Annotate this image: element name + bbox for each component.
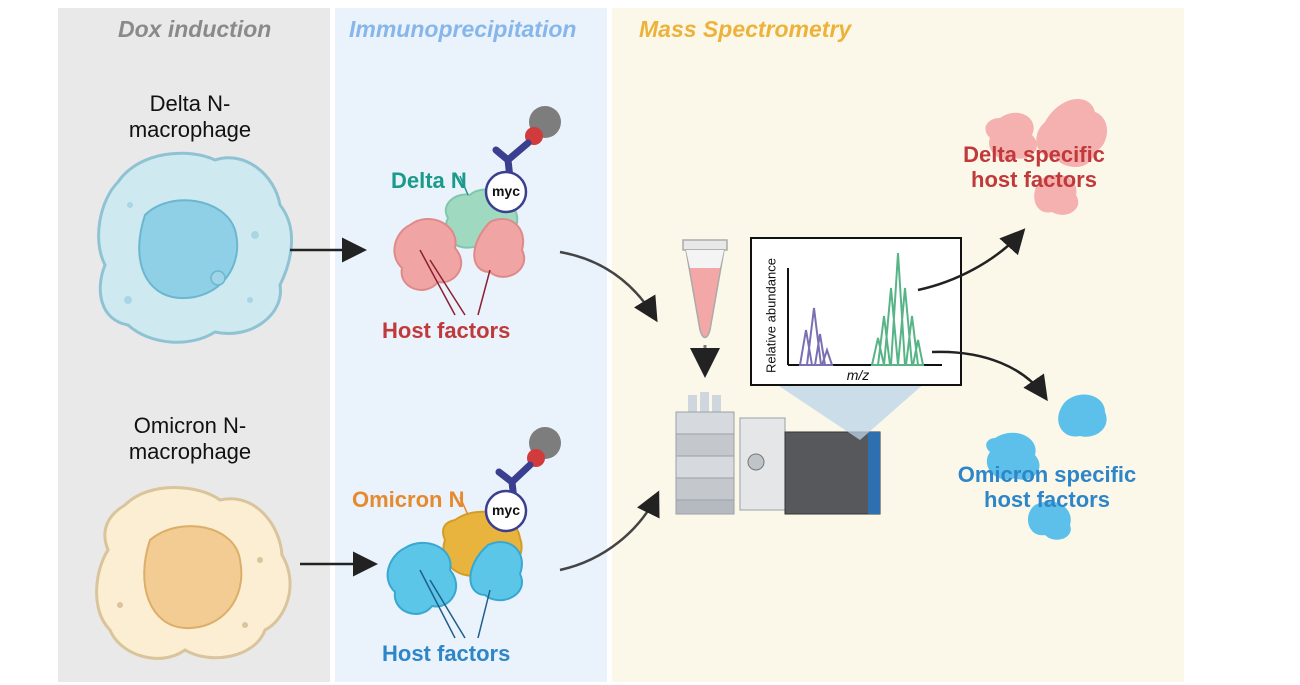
spectrum-ylabel: Relative abundance — [763, 258, 779, 373]
omicron-specific-line2: host factors — [984, 487, 1110, 512]
omicron-n-label: Omicron N — [352, 487, 465, 512]
delta-macrophage-label: Delta N- macrophage — [100, 91, 280, 143]
omicron-macrophage-label-line1: Omicron N- — [133, 413, 247, 438]
delta-macrophage-label-line2: macrophage — [128, 117, 252, 142]
delta-specific-line1: Delta specific — [963, 142, 1105, 167]
delta-macrophage-cell-icon — [97, 151, 294, 344]
sample-tube-icon — [682, 239, 728, 339]
delta-ip-complex-icon — [393, 106, 561, 316]
arrow-to-delta-factors — [917, 228, 1026, 292]
myc-tag-bottom: myc — [491, 502, 521, 518]
mass-spectrometry-title: Mass Spectrometry — [639, 16, 852, 42]
omicron-specific-host-factors-label: Omicron specific host factors — [937, 462, 1157, 512]
host-factors-omicron-label: Host factors — [382, 641, 511, 666]
omicron-host-factor-blobs-icon — [986, 394, 1107, 540]
arrow-omicron-ip-to-ms — [559, 490, 660, 572]
omicron-ip-complex-icon — [386, 427, 561, 639]
delta-macrophage-label-line1: Delta N- — [149, 91, 231, 116]
omicron-macrophage-cell-icon — [95, 486, 292, 660]
spectrum-xlabel: m/z — [846, 367, 870, 383]
omicron-macrophage-label-line2: macrophage — [128, 439, 252, 464]
delta-host-factor-blobs-icon — [985, 99, 1108, 215]
dox-induction-title: Dox induction — [118, 16, 272, 42]
host-factors-delta-label: Host factors — [382, 318, 511, 343]
myc-tag-top: myc — [491, 183, 521, 199]
lc-instrument-icon — [675, 392, 735, 515]
immunoprecipitation-title: Immunoprecipitation — [349, 16, 577, 42]
delta-n-label: Delta N — [391, 168, 467, 193]
arrow-delta-ip-to-ms — [559, 250, 658, 323]
omicron-specific-line1: Omicron specific — [957, 462, 1137, 487]
delta-specific-host-factors-label: Delta specific host factors — [934, 142, 1134, 192]
ms-instrument-icon — [739, 368, 942, 515]
arrow-to-omicron-factors — [931, 350, 1048, 402]
mass-spectrum-plot — [750, 237, 962, 386]
omicron-macrophage-label: Omicron N- macrophage — [100, 413, 280, 465]
delta-specific-line2: host factors — [971, 167, 1097, 192]
